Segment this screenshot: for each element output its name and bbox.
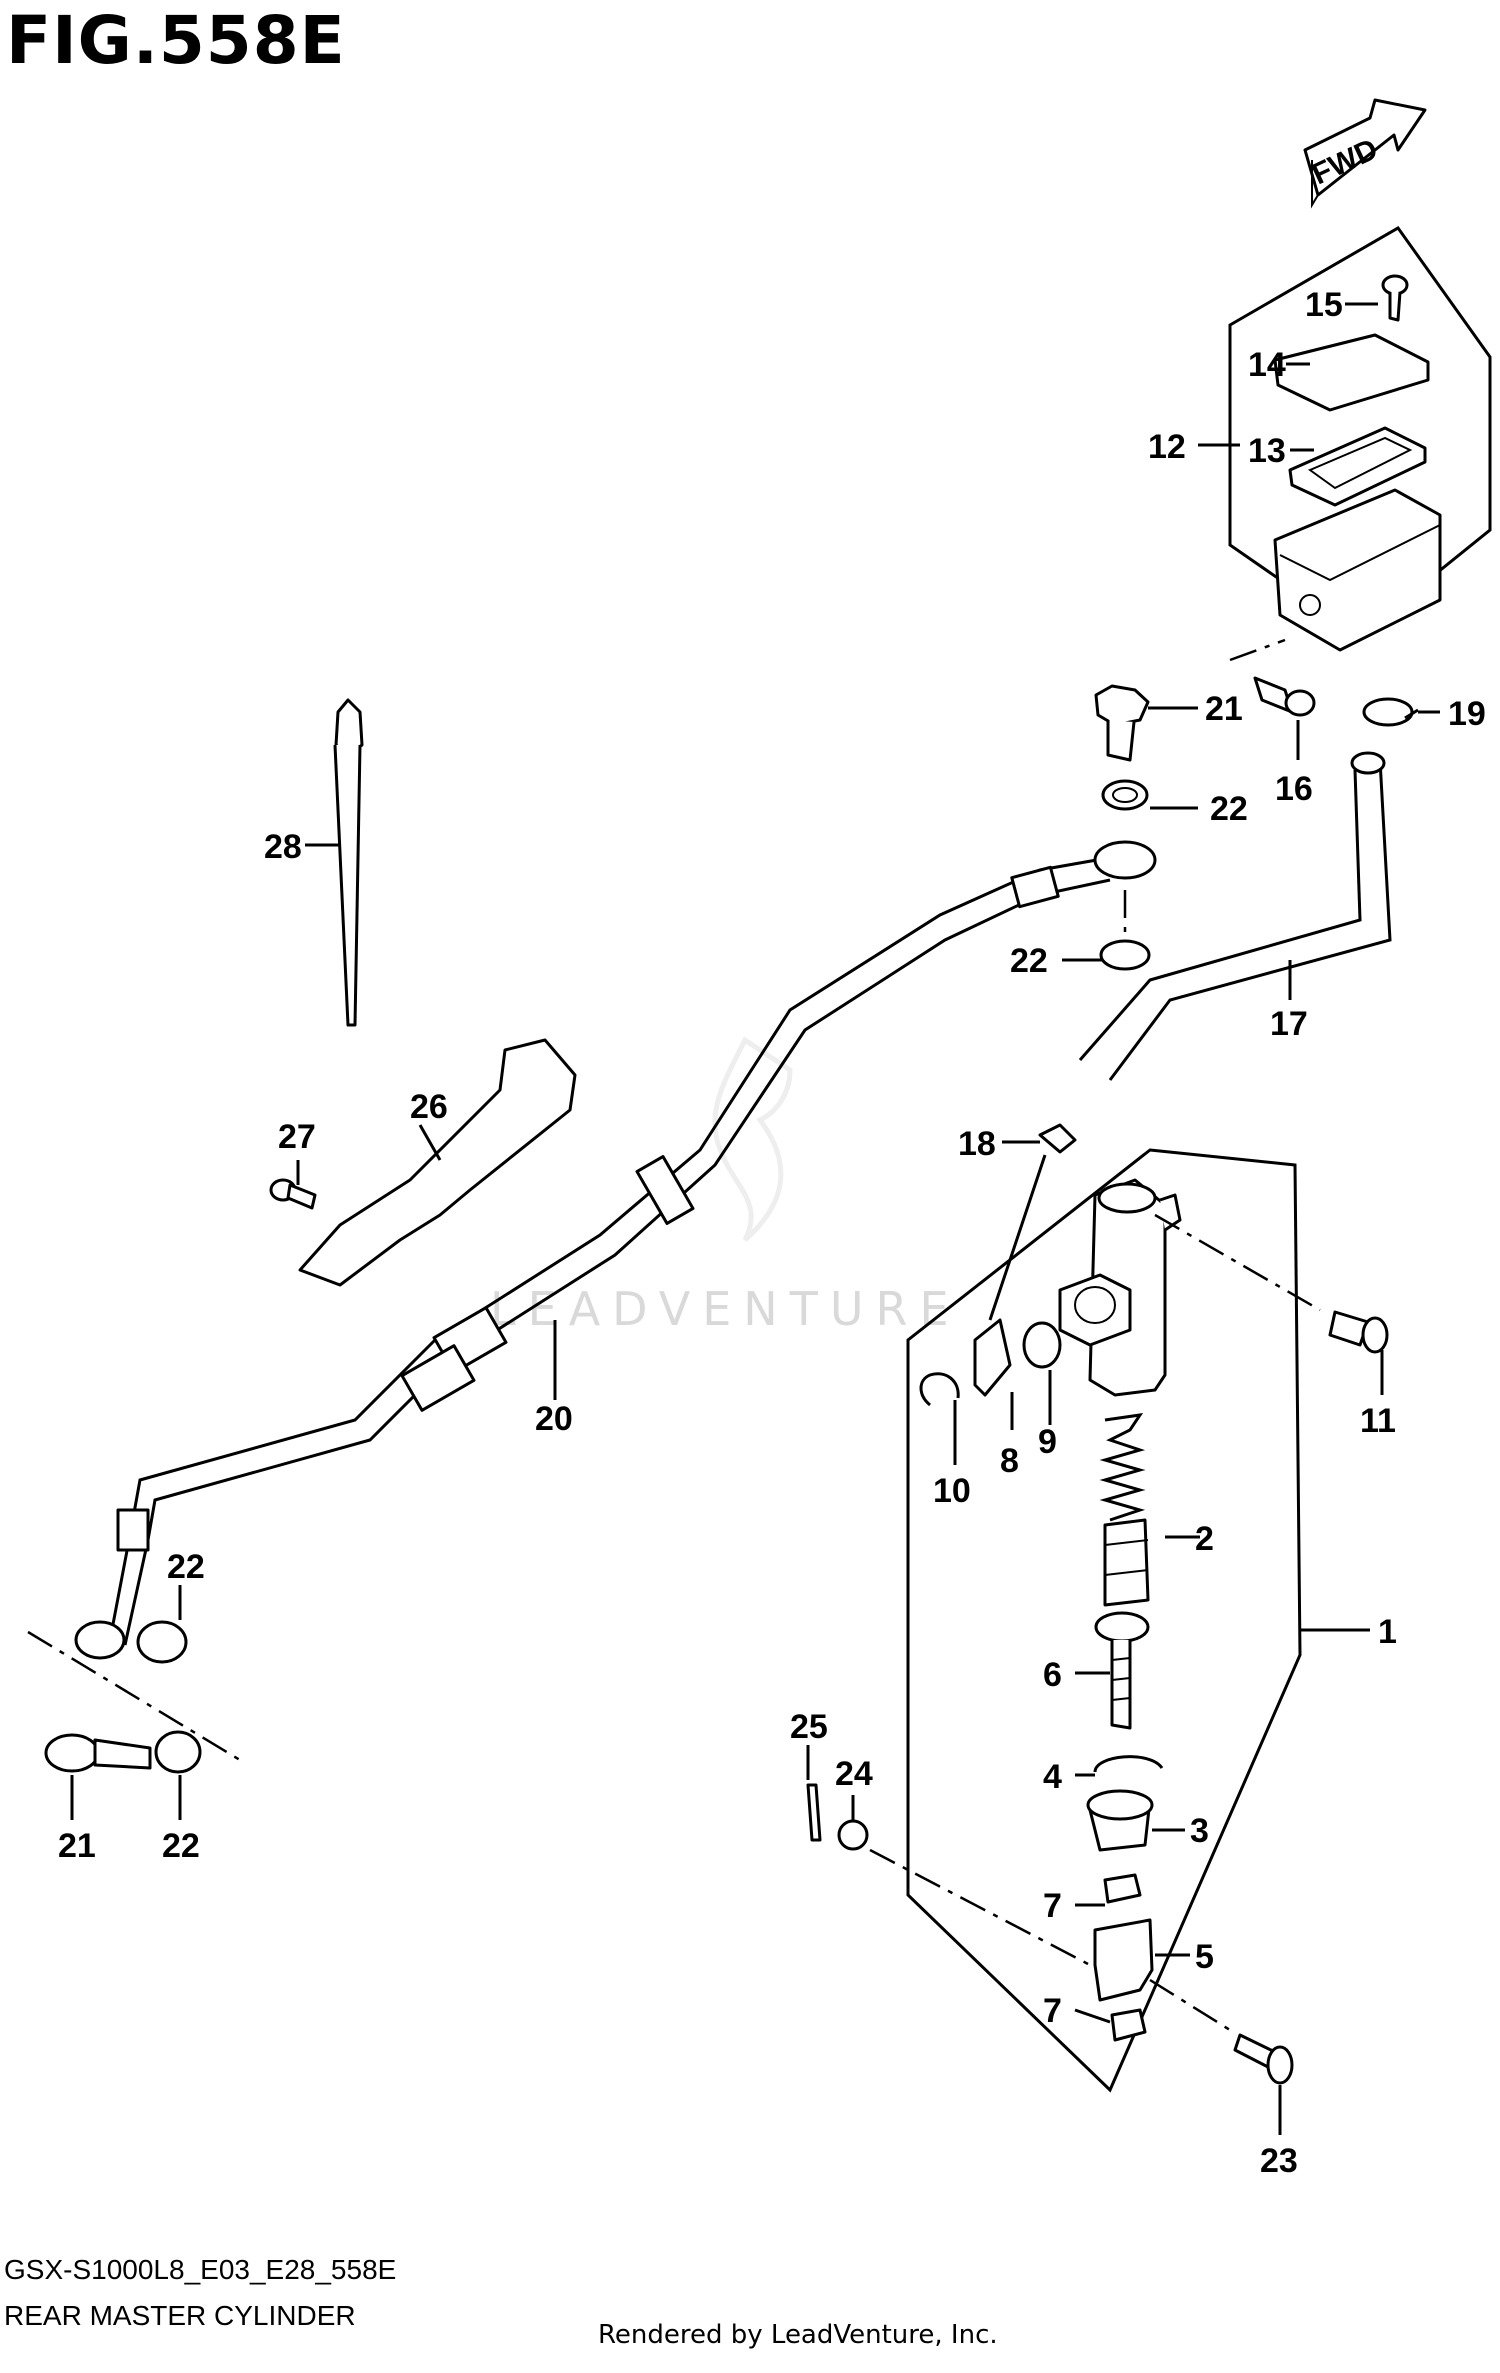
gasket-lower [154, 1730, 202, 1774]
reservoir-hose-outline [1108, 759, 1392, 1081]
hose-clamp-upper [1362, 697, 1419, 727]
reservoir-assembly-box [1228, 226, 1492, 637]
callout-12: 12 [1148, 428, 1186, 466]
master-cylinder-box [906, 1148, 1302, 2093]
hose-joint-bolt [1253, 676, 1316, 717]
callout-5: 5 [1195, 1938, 1214, 1976]
rendered-by-credit: Rendered by LeadVenture, Inc. [598, 2320, 998, 2350]
callout-22-lower: 22 [162, 1827, 200, 1865]
gasket-upper [1101, 779, 1149, 811]
callout-14: 14 [1248, 346, 1286, 384]
piston-and-spring [1099, 1413, 1150, 1607]
callout-8: 8 [1000, 1442, 1019, 1480]
union-bolt-upper [1094, 684, 1150, 762]
washer [837, 1819, 869, 1851]
callout-19: 19 [1448, 695, 1486, 733]
callout-4: 4 [1043, 1758, 1062, 1796]
figure-title: FIG.558E [6, 2, 346, 79]
bracket-bolt [269, 1178, 317, 1210]
callout-13: 13 [1248, 432, 1286, 470]
callout-2: 2 [1195, 1520, 1214, 1558]
callout-7-upper: 7 [1043, 1887, 1062, 1925]
callout-22-upper: 22 [1210, 790, 1248, 828]
cotter-pin [806, 1783, 822, 1842]
figure-name: REAR MASTER CYLINDER [4, 2300, 356, 2331]
circlip-upper [919, 1372, 960, 1407]
o-ring [1022, 1321, 1062, 1369]
reservoir-hose-joint [973, 1318, 1012, 1397]
callout-10: 10 [933, 1472, 971, 1510]
callout-16: 16 [1275, 770, 1313, 808]
callout-27: 27 [278, 1118, 316, 1156]
circlip-lower [1093, 1755, 1164, 1773]
callout-11: 11 [1360, 1402, 1396, 1440]
mounting-bolt [1328, 1310, 1389, 1354]
gasket-lower-left [136, 1620, 188, 1664]
callout-7-lower: 7 [1043, 1992, 1062, 2030]
callout-23: 23 [1260, 2142, 1298, 2180]
callout-15: 15 [1305, 286, 1343, 324]
callout-21-upper: 21 [1205, 690, 1243, 728]
push-rod [1094, 1611, 1150, 1730]
callout-21-lower: 21 [58, 1827, 96, 1865]
clevis [1093, 1918, 1154, 2002]
callout-28: 28 [264, 828, 302, 866]
clevis-pin [1233, 2033, 1294, 2085]
master-cylinder-body [1058, 1178, 1182, 1397]
callout-26: 26 [410, 1088, 448, 1126]
callout-22-mid: 22 [1010, 942, 1048, 980]
callout-numbers: 1 2 3 4 5 6 7 7 8 9 10 11 12 13 14 15 16… [58, 286, 1486, 2180]
hose-clamp-lower [1038, 1123, 1077, 1154]
watermark-text: LEADVENTURE [490, 1282, 961, 1336]
callout-25: 25 [790, 1708, 828, 1746]
reservoir-body [1273, 488, 1442, 652]
leader-lines [70, 302, 1440, 2135]
gasket-mid [1099, 939, 1151, 971]
reservoir-cap [1273, 333, 1430, 412]
brake-hose [108, 853, 1126, 1641]
callout-24: 24 [835, 1755, 873, 1793]
callout-6: 6 [1043, 1656, 1062, 1694]
callout-22-left: 22 [167, 1548, 205, 1586]
fwd-arrow-icon: FWD [1303, 98, 1427, 209]
callout-20: 20 [535, 1400, 573, 1438]
callout-18: 18 [958, 1125, 996, 1163]
cable-tie [333, 698, 364, 1027]
callout-1: 1 [1378, 1613, 1397, 1651]
watermark-logo-icon [712, 1036, 793, 1242]
callout-17: 17 [1270, 1005, 1308, 1043]
reservoir-diaphragm [1288, 426, 1427, 507]
callout-9: 9 [1038, 1423, 1057, 1461]
lock-nut-lower [1110, 2008, 1147, 2042]
union-bolt-lower [44, 1733, 152, 1773]
reservoir-cap-screw [1381, 274, 1409, 322]
model-code: GSX-S1000L8_E03_E28_558E [4, 2254, 397, 2285]
lock-nut-upper [1103, 1873, 1142, 1904]
hose-bracket [298, 1038, 577, 1287]
callout-3: 3 [1190, 1812, 1209, 1850]
